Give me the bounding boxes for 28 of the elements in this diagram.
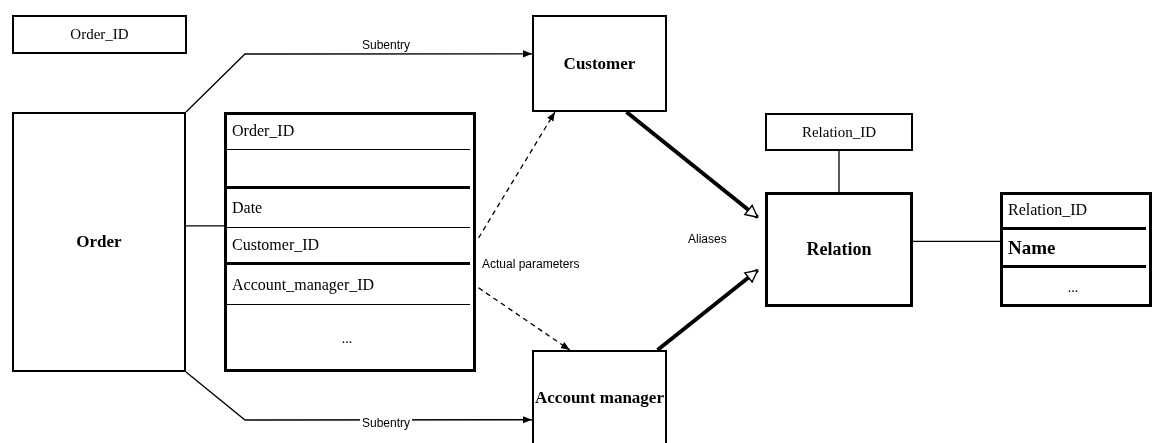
attribute-row: Customer_ID [224, 228, 470, 265]
attribute-table [224, 112, 476, 372]
arrow [477, 111, 556, 239]
annotation-label: Actual parameters [480, 257, 582, 271]
attribute-row: Name [1000, 230, 1146, 268]
attribute-row: Order_ID [224, 112, 470, 150]
relation-box: Relation [765, 192, 913, 307]
attribute-table [1000, 192, 1152, 307]
attribute-row: Date [224, 189, 470, 228]
attribute-row: ... [224, 305, 470, 372]
attribute-row: Relation_ID [1000, 192, 1146, 230]
arrow [477, 287, 571, 351]
edge-label: Subentry [360, 416, 413, 430]
annotation-label: Aliases [686, 232, 729, 246]
labeled-arrow [185, 50, 533, 113]
entity-box: Order [12, 112, 186, 372]
connector-line [912, 240, 1001, 243]
entity-box: Customer [532, 15, 667, 112]
entity-box: Relation_ID [765, 113, 913, 151]
attribute-row: Account_manager_ID [224, 265, 470, 305]
attribute-row: ... [1000, 268, 1146, 307]
arrow [656, 268, 759, 352]
connector-line [185, 225, 225, 227]
arrow [625, 110, 759, 219]
entity-box: Order_ID [12, 15, 187, 54]
entity-box: Account manager [532, 350, 667, 443]
edge-label: Subentry [360, 38, 413, 52]
connector-line [838, 150, 840, 193]
